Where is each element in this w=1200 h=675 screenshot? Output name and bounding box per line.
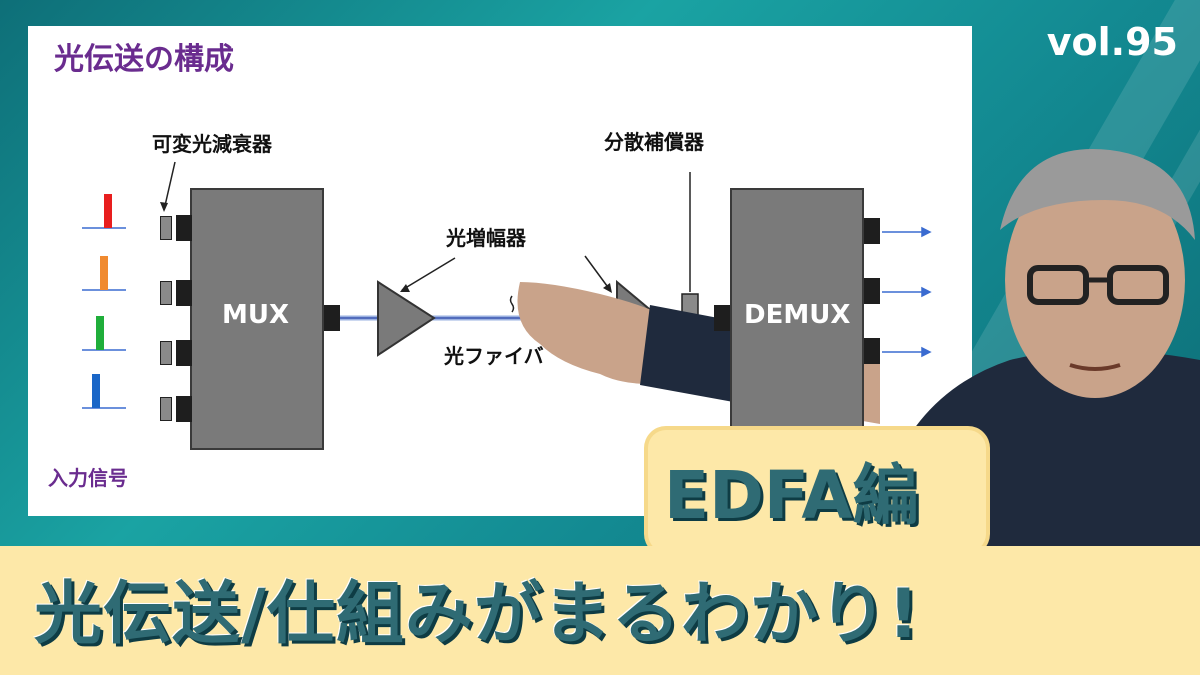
headline-banner xyxy=(0,546,1200,675)
mux-input-port xyxy=(176,396,192,422)
demux-output-port xyxy=(864,338,880,364)
mux-input-port xyxy=(176,340,192,366)
edfa-badge xyxy=(648,430,986,552)
attenuator xyxy=(160,216,172,240)
amplifier-label: 光増幅器 xyxy=(446,226,526,250)
input-label: 入力信号 xyxy=(48,466,128,490)
signal-spike xyxy=(100,256,108,290)
dispersion-label: 分散補償器 xyxy=(604,130,704,154)
demux-output-port xyxy=(864,278,880,304)
slide-title: 光伝送の構成 xyxy=(54,42,234,77)
volume-badge: vol.95 xyxy=(1046,20,1178,64)
presenter xyxy=(870,149,1200,550)
mux-block xyxy=(190,188,324,450)
demux-input-port xyxy=(714,305,730,331)
attenuator xyxy=(160,281,172,305)
mux-label: MUX xyxy=(222,300,290,330)
attenuator xyxy=(160,341,172,365)
mux-input-port xyxy=(176,280,192,306)
mux-output-port xyxy=(324,305,340,331)
headline: 光伝送/仕組みがまるわかり! xyxy=(34,575,920,654)
demux-output-port xyxy=(864,218,880,244)
demux-label: DEMUX xyxy=(744,300,851,330)
attenuator xyxy=(160,397,172,421)
amplifier-triangle xyxy=(377,280,436,357)
signal-spike xyxy=(92,374,100,408)
signal-spike xyxy=(104,194,112,228)
fiber-label: 光ファイバ xyxy=(444,344,544,368)
attenuator-label: 可変光減衰器 xyxy=(152,132,272,156)
edfa-title: EDFA編 xyxy=(664,457,919,534)
mux-input-port xyxy=(176,215,192,241)
signal-spike xyxy=(96,316,104,350)
